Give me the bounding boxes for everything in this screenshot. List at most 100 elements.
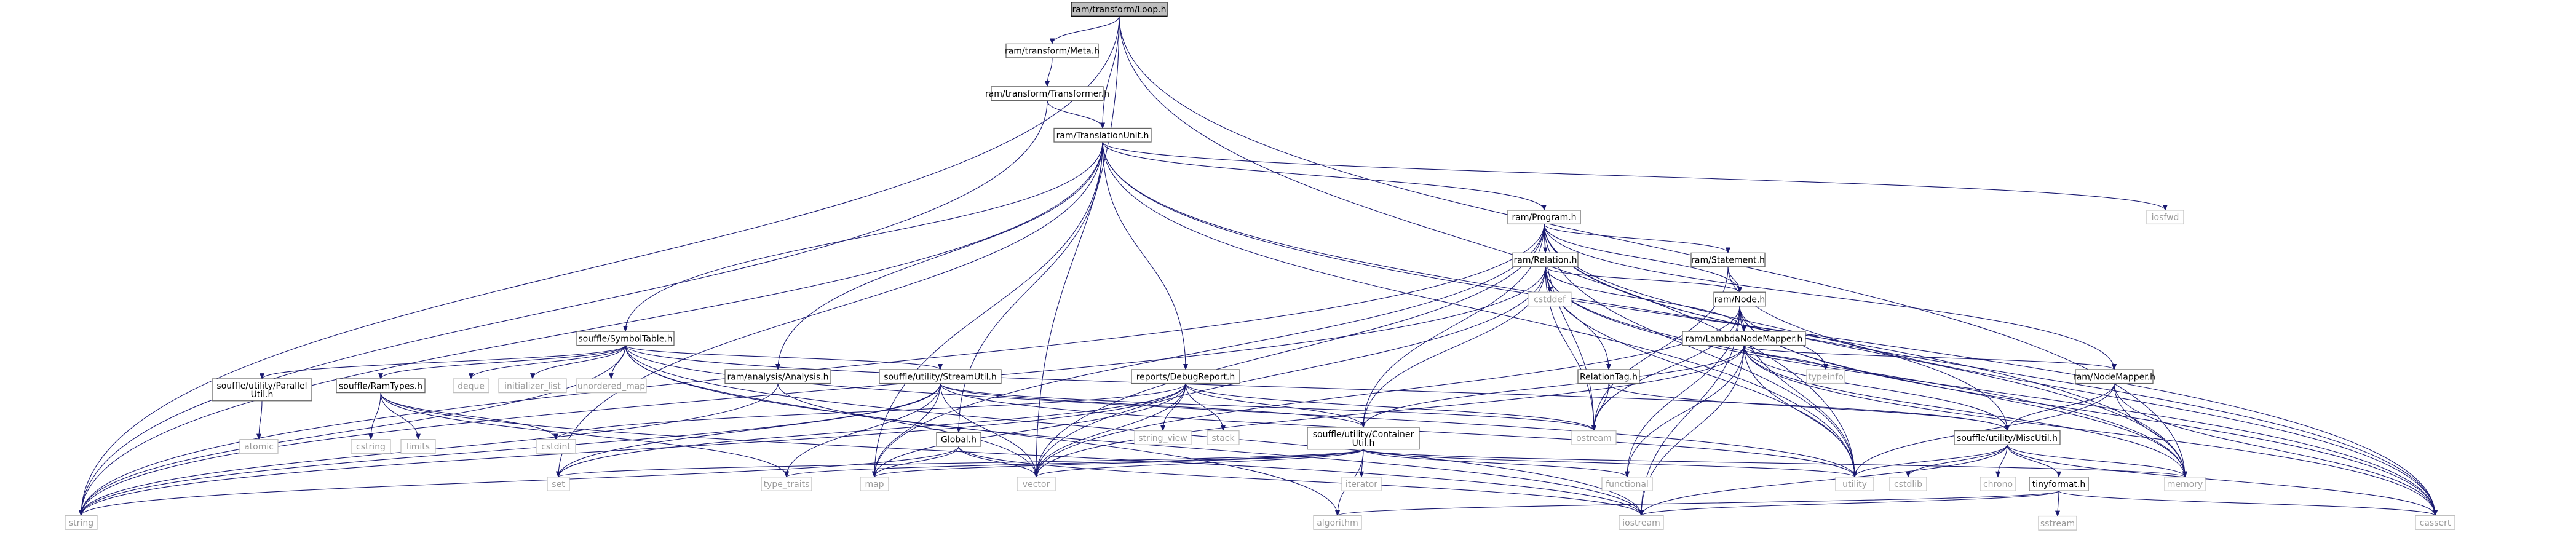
node-box <box>991 86 1104 101</box>
edge-transformer-to-string <box>79 100 1048 516</box>
node-box <box>2075 369 2154 384</box>
node-meta[interactable]: ram/transform/Meta.h <box>1005 43 1100 58</box>
edge-transformer-to-tu <box>1047 100 1105 129</box>
edge-tu-to-iosfwd <box>1102 141 2168 211</box>
edge-relation-to-node <box>1545 266 1742 293</box>
edge-program-to-statement <box>1544 224 1730 254</box>
edge-miscutil-to-utility <box>1852 444 2008 478</box>
edge-symtab-to-streamutil <box>625 345 943 371</box>
edge-symtab-to-deque <box>469 345 626 380</box>
node-label: ram/Relation.h <box>1513 256 1577 266</box>
node-box <box>1507 210 1581 225</box>
node-cstdlib: cstdlib <box>1889 477 1927 491</box>
edge-global-to-map <box>872 446 959 478</box>
node-label: tinyformat.h <box>2032 480 2086 489</box>
node-utility: utility <box>1835 477 1874 491</box>
edge-relation-to-lambda <box>1545 266 1746 333</box>
node-layer: ram/transform/Loop.h ram/transform/Meta.h… <box>65 2 2455 531</box>
node-debugreport[interactable]: reports/DebugReport.h <box>1131 369 1240 384</box>
edge-container-to-memory <box>1363 449 2187 478</box>
edge-streamutil-to-map <box>872 383 941 478</box>
node-tinyformat[interactable]: tinyformat.h <box>2029 477 2089 491</box>
edge-symtab-to-string <box>79 345 626 516</box>
edge-container-to-utility <box>1363 449 1857 478</box>
node-transformer[interactable]: ram/transform/Transformer.h <box>985 86 1109 101</box>
node-unmap: unordered_map <box>576 378 647 394</box>
node-loop[interactable]: ram/transform/Loop.h <box>1071 2 1168 17</box>
edge-miscutil-to-cstdlib <box>1906 444 2008 478</box>
node-symtab[interactable]: souffle/SymbolTable.h <box>576 331 675 346</box>
edge-layer <box>79 16 2438 517</box>
edge-tu-to-global <box>956 142 1103 433</box>
node-label: RelationTag.h <box>1580 372 1638 382</box>
node-box <box>536 439 576 454</box>
node-box <box>576 331 675 346</box>
node-label: chrono <box>1983 480 2013 489</box>
edge-container-to-vector <box>1034 449 1364 478</box>
edge-node-to-cassert <box>1739 306 2438 516</box>
node-box <box>1005 43 1099 58</box>
node-relationtag[interactable]: RelationTag.h <box>1577 369 1640 384</box>
node-nodemapper[interactable]: ram/NodeMapper.h <box>2073 369 2155 384</box>
edge-miscutil-to-memory <box>2007 444 2187 478</box>
edge-debugreport-to-cstdint <box>553 383 1186 440</box>
node-box <box>336 378 426 394</box>
edge-tinyformat-to-algorithm <box>1335 490 2059 516</box>
node-streamutil[interactable]: souffle/utility/StreamUtil.h <box>879 369 1002 384</box>
edge-debugreport-to-string <box>79 383 1186 516</box>
edge-node-to-ostream <box>1591 306 1740 432</box>
edge-debugreport-to-map <box>872 383 1186 478</box>
node-analysis[interactable]: ram/analysis/Analysis.h <box>724 369 831 384</box>
node-box <box>724 369 831 384</box>
edge-parallel-to-atomic <box>256 400 263 440</box>
node-label: string <box>69 518 93 528</box>
node-relation[interactable]: ram/Relation.h <box>1512 252 1579 267</box>
node-box <box>936 432 981 447</box>
edge-ramtypes-to-typetraits <box>380 392 789 478</box>
node-miscutil[interactable]: souffle/utility/MiscUtil.h <box>1954 430 2061 445</box>
edge-streamutil-to-typetraits <box>784 383 941 478</box>
node-set: set <box>547 477 570 491</box>
node-label: cassert <box>2420 518 2451 528</box>
node-label: deque <box>458 381 485 391</box>
node-label: ram/transform/Meta.h <box>1005 47 1100 57</box>
edge-debugreport-to-vector <box>1034 383 1186 478</box>
edge-meta-to-transformer <box>1045 57 1053 87</box>
node-label: stack <box>1211 433 1235 443</box>
node-label: Global.h <box>941 435 977 445</box>
node-label: souffle/SymbolTable.h <box>578 334 672 344</box>
edge-program-to-nodemapper <box>1544 224 2117 371</box>
edge-tinyformat-to-cassert <box>2058 490 2438 516</box>
node-label: iosfwd <box>2152 213 2179 223</box>
node-iosfwd: iosfwd <box>2146 210 2184 225</box>
node-box <box>1690 252 1766 267</box>
edge-tinyformat-to-sstream <box>2055 491 2061 517</box>
node-stringview: string_view <box>1134 430 1192 445</box>
edge-debugreport-to-stringview <box>1160 383 1186 432</box>
node-lambda[interactable]: ram/LambdaNodeMapper.h <box>1682 331 1806 346</box>
edge-tu-to-map <box>872 142 1103 478</box>
edge-lambda-to-functional <box>1625 345 1745 478</box>
edge-container-to-map <box>872 449 1364 478</box>
node-statement[interactable]: ram/Statement.h <box>1690 252 1766 267</box>
node-label: ram/analysis/Analysis.h <box>727 372 828 382</box>
node-label: cstdlib <box>1894 480 1922 489</box>
node-node[interactable]: ram/Node.h <box>1713 291 1766 307</box>
edge-streamutil-to-container <box>940 383 1366 428</box>
edge-program-to-cassert <box>1544 224 2438 516</box>
edge-nodemapper-to-cassert <box>2114 383 2438 516</box>
node-program[interactable]: ram/Program.h <box>1507 210 1581 225</box>
node-ramtypes[interactable]: souffle/RamTypes.h <box>336 378 426 394</box>
node-global[interactable]: Global.h <box>936 432 981 447</box>
node-label: ram/transform/Loop.h <box>1072 5 1167 15</box>
node-box <box>2029 477 2089 491</box>
edge-tu-to-program <box>1102 141 1547 211</box>
node-label: sstream <box>2040 519 2075 529</box>
edge-miscutil-to-cassert <box>2007 445 2438 516</box>
node-label: algorithm <box>1317 518 1358 528</box>
node-tu[interactable]: ram/TranslationUnit.h <box>1053 127 1152 143</box>
node-label: cstring <box>356 442 386 452</box>
